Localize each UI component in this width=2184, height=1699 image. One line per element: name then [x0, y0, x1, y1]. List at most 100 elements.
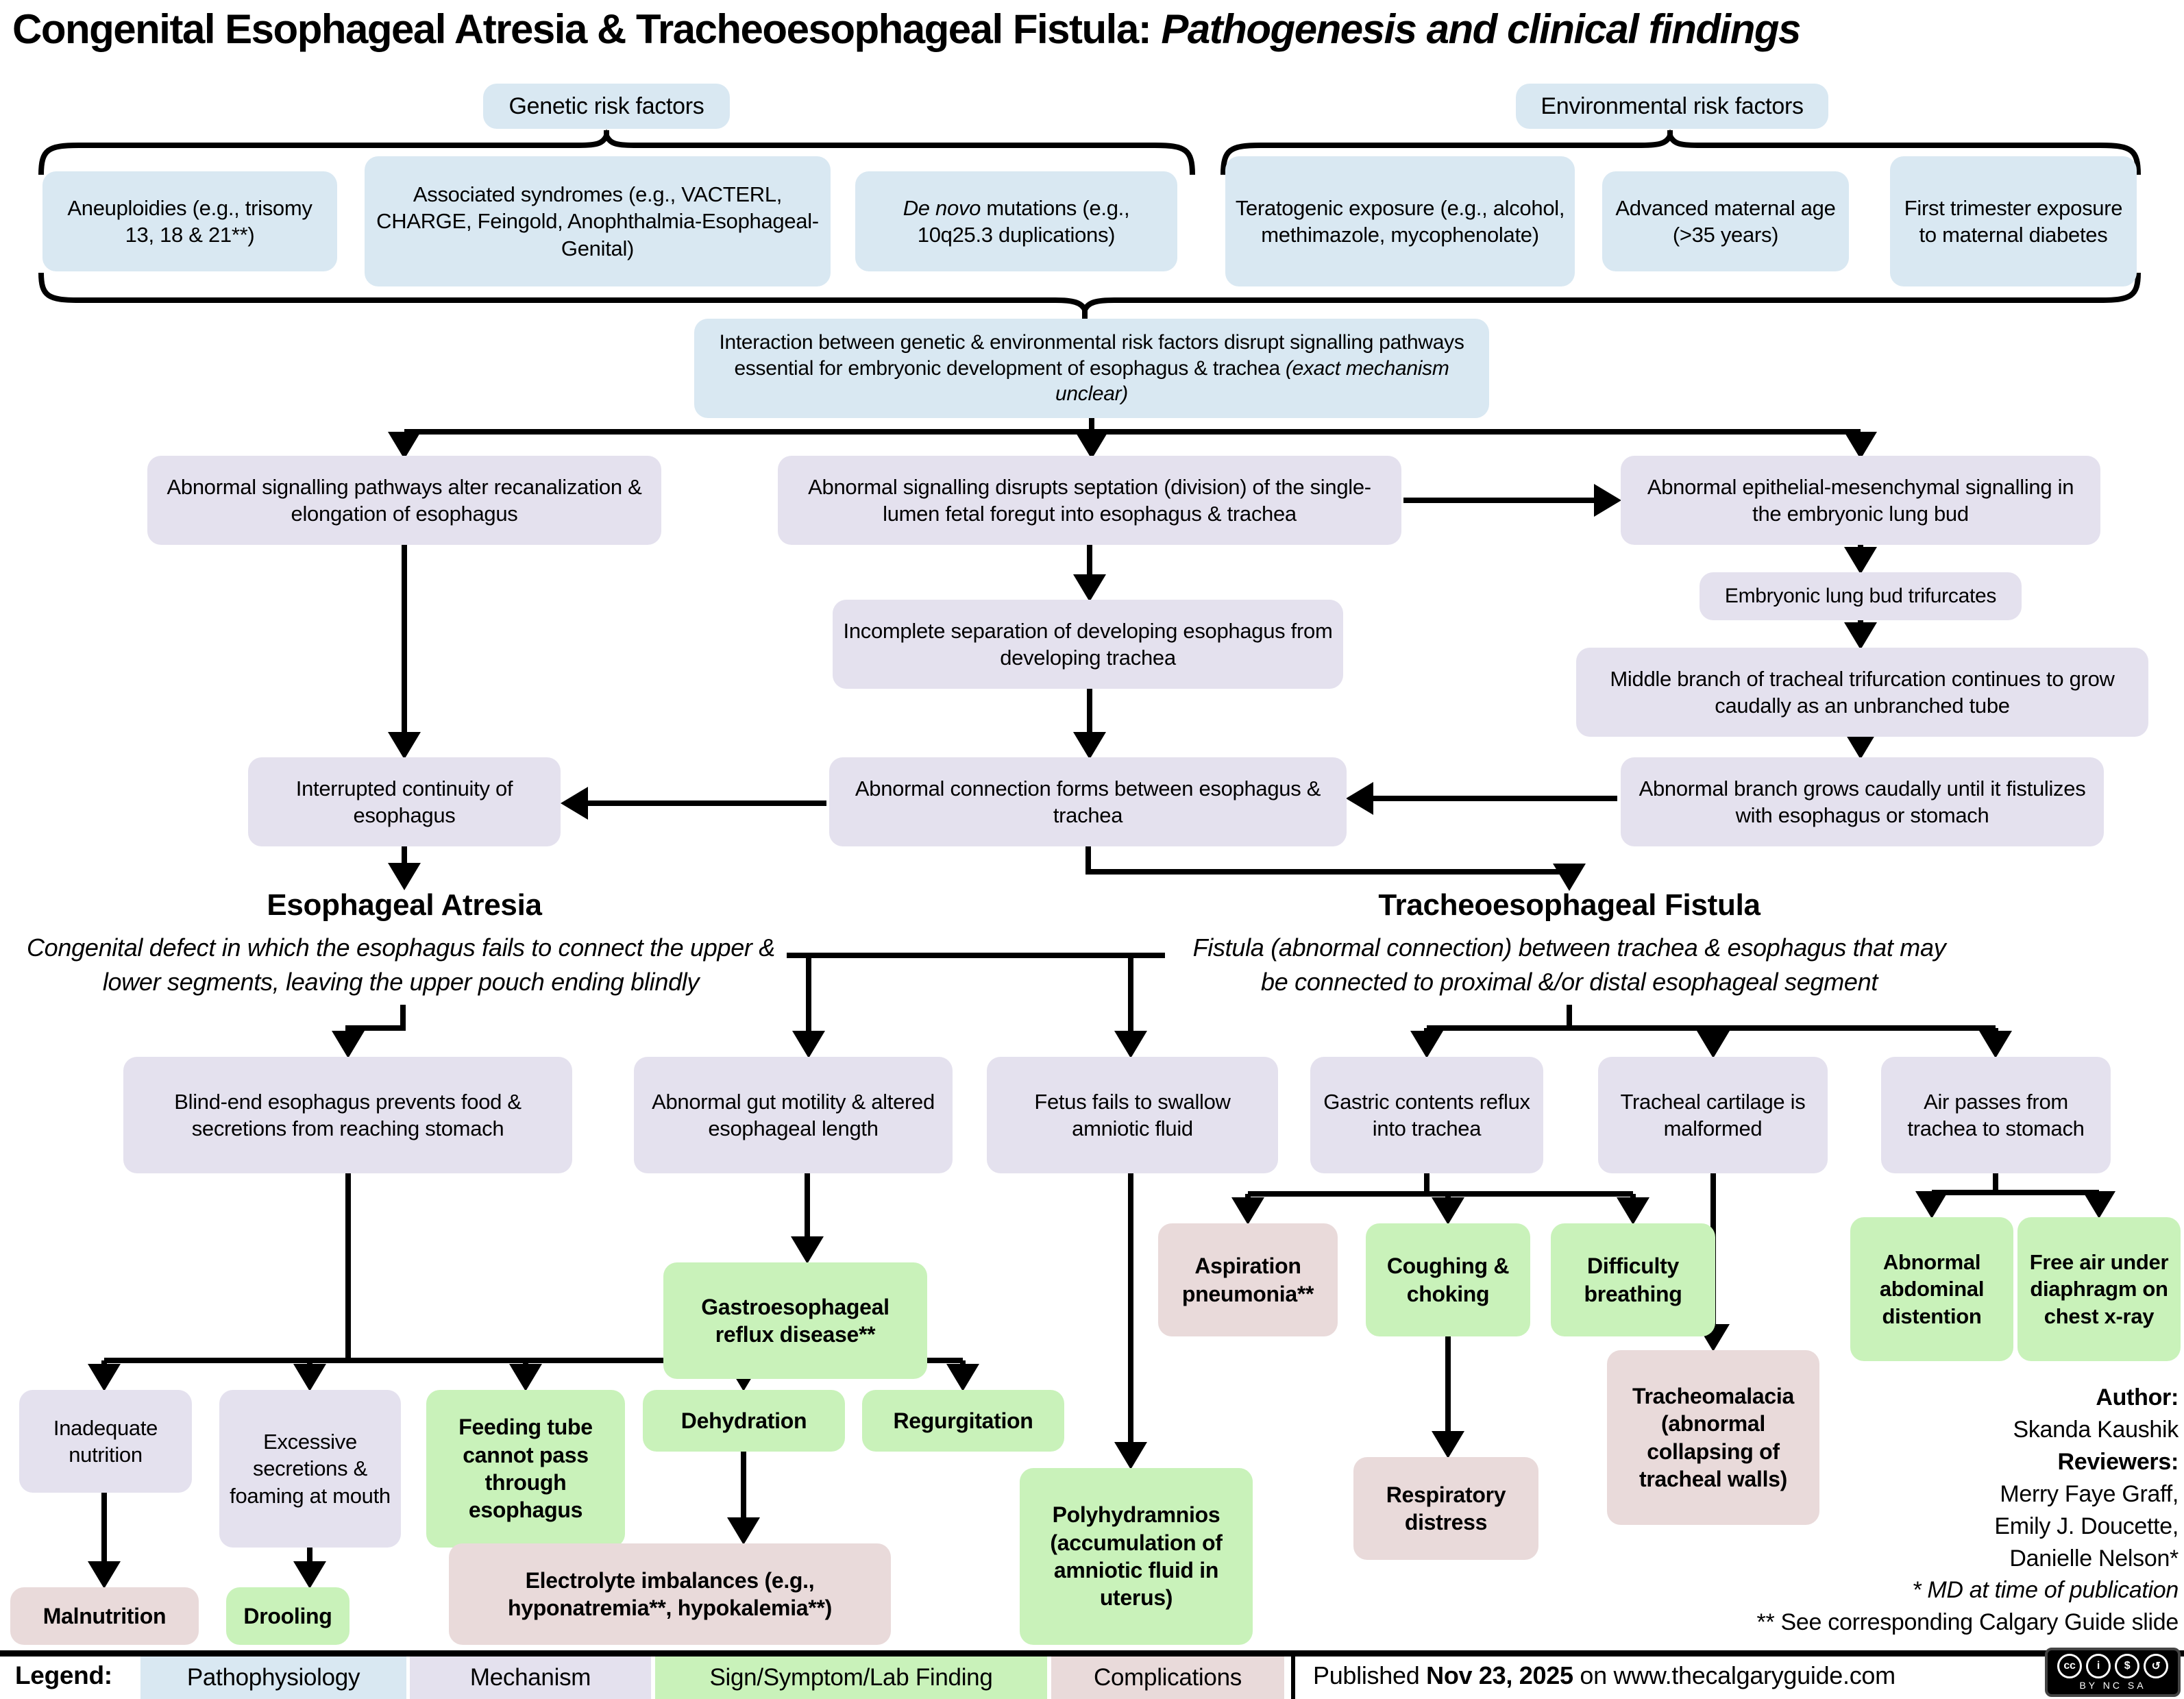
box-tracheomalacia: Tracheomalacia (abnormal collapsing of t…	[1607, 1350, 1819, 1525]
legend-chip-pathophysiology: Pathophysiology	[140, 1657, 406, 1699]
box-label: Abnormal signalling pathways alter recan…	[167, 474, 642, 526]
box-label: Abnormal branch grows caudally until it …	[1639, 776, 2086, 827]
box-drooling: Drooling	[226, 1587, 349, 1645]
ea-description: Congenital defect in which the esophagus…	[26, 933, 776, 997]
box-label: Free air under diaphragm on chest x-ray	[2029, 1250, 2169, 1328]
header-label: Genetic risk factors	[508, 93, 704, 119]
box-aspiration-pneumonia: Aspiration pneumonia**	[1158, 1223, 1338, 1336]
box-label: Associated syndromes (e.g., VACTERL, CHA…	[376, 182, 819, 260]
legend-chip-sign-symptom: Sign/Symptom/Lab Finding	[655, 1657, 1047, 1699]
box-label: Middle branch of tracheal trifurcation c…	[1610, 666, 2115, 718]
legend-chip-mechanism: Mechanism	[410, 1657, 651, 1699]
box-label: Difficulty breathing	[1584, 1254, 1682, 1306]
header-environmental-risk-factors: Environmental risk factors	[1516, 84, 1828, 129]
box-maternal-diabetes: First trimester exposure to maternal dia…	[1890, 156, 2137, 286]
chip-label: Complications	[1094, 1664, 1242, 1691]
box-label: Excessive secretions & foaming at mouth	[230, 1430, 391, 1508]
box-label: Gastric contents reflux into trachea	[1323, 1089, 1530, 1140]
box-abnormal-branch: Abnormal branch grows caudally until it …	[1621, 757, 2104, 846]
box-label: Abnormal connection forms between esopha…	[855, 776, 1321, 827]
box-label: Abnormal epithelial-mesenchymal signalli…	[1647, 474, 2074, 526]
box-free-air: Free air under diaphragm on chest x-ray	[2017, 1217, 2181, 1361]
box-label: Teratogenic exposure (e.g., alcohol, met…	[1235, 195, 1565, 247]
box-label: Fetus fails to swallow amniotic fluid	[1034, 1089, 1231, 1140]
box-polyhydramnios: Polyhydramnios (accumulation of amniotic…	[1020, 1468, 1253, 1645]
box-label: Gastroesophageal reflux disease**	[701, 1294, 889, 1347]
box-label: Blind-end esophagus prevents food & secr…	[174, 1089, 522, 1140]
arrow	[1085, 846, 1586, 891]
chip-label: Pathophysiology	[186, 1664, 360, 1691]
cc-icon: cc	[2057, 1654, 2082, 1678]
box-respiratory-distress: Respiratory distress	[1353, 1457, 1538, 1560]
box-label: First trimester exposure to maternal dia…	[1904, 195, 2123, 247]
box-excessive-secretions: Excessive secretions & foaming at mouth	[219, 1390, 401, 1548]
box-label: Inadequate nutrition	[53, 1415, 158, 1467]
box-label: Drooling	[243, 1603, 332, 1628]
cc-license-badge: cc i $ ↺ BY NC SA	[2045, 1648, 2181, 1697]
box-label: Abnormal abdominal distention	[1879, 1250, 1985, 1328]
box-gerd: Gastroesophageal reflux disease**	[663, 1262, 927, 1379]
title-main: Congenital Esophageal Atresia & Tracheoe…	[12, 6, 1162, 52]
box-label: Dehydration	[680, 1408, 807, 1433]
box-dehydration: Dehydration	[643, 1390, 845, 1452]
box-epithelial-mesenchymal: Abnormal epithelial-mesenchymal signalli…	[1621, 456, 2100, 545]
asterisk-footnote: ** See corresponding Calgary Guide slide	[1756, 1609, 2179, 1636]
legend-label: Legend:	[15, 1661, 112, 1689]
header-label: Environmental risk factors	[1541, 93, 1804, 119]
header-genetic-risk-factors: Genetic risk factors	[483, 84, 730, 129]
box-label: Tracheomalacia (abnormal collapsing of t…	[1632, 1383, 1794, 1491]
box-air-passes: Air passes from trachea to stomach	[1881, 1057, 2111, 1173]
tef-description: Fistula (abnormal connection) between tr…	[1192, 933, 1946, 997]
published-date: Nov 23, 2025	[1426, 1661, 1573, 1689]
published-prefix: Published	[1313, 1661, 1427, 1689]
chip-label: Mechanism	[469, 1664, 591, 1691]
author-label: Author:	[2096, 1384, 2179, 1410]
ea-heading: Esophageal Atresia	[267, 888, 542, 922]
box-label: Advanced maternal age (>35 years)	[1615, 195, 1836, 247]
tef-heading: Tracheoesophageal Fistula	[1378, 888, 1760, 922]
box-electrolyte-imbalances: Electrolyte imbalances (e.g., hyponatrem…	[449, 1543, 891, 1645]
box-label: Polyhydramnios (accumulation of amniotic…	[1050, 1502, 1223, 1611]
box-label: Aspiration pneumonia**	[1181, 1254, 1314, 1306]
box-label: Feeding tube cannot pass through esophag…	[458, 1415, 593, 1523]
box-incomplete-separation: Incomplete separation of developing esop…	[833, 600, 1343, 689]
box-inadequate-nutrition: Inadequate nutrition	[19, 1390, 192, 1493]
box-coughing-choking: Coughing & choking	[1366, 1223, 1530, 1336]
box-lung-bud-trifurcates: Embryonic lung bud trifurcates	[1700, 572, 2022, 620]
title-subtitle: Pathogenesis and clinical findings	[1161, 6, 1801, 52]
box-label: Malnutrition	[42, 1603, 167, 1628]
box-label: Tracheal cartilage is malformed	[1620, 1089, 1806, 1140]
box-label: Aneuploidies (e.g., trisomy 13, 18 & 21*…	[67, 195, 312, 247]
box-abdominal-distention: Abnormal abdominal distention	[1850, 1217, 2013, 1361]
box-fetus-fails-swallow: Fetus fails to swallow amniotic fluid	[987, 1057, 1278, 1173]
interaction-italic: (exact mechanism unclear)	[1055, 356, 1449, 406]
box-septation: Abnormal signalling disrupts septation (…	[778, 456, 1401, 545]
de-novo-italic: De novo	[903, 195, 981, 220]
box-abnormal-connection: Abnormal connection forms between esopha…	[829, 757, 1347, 846]
box-gastric-reflux: Gastric contents reflux into trachea	[1310, 1057, 1543, 1173]
box-blind-end-esophagus: Blind-end esophagus prevents food & secr…	[123, 1057, 572, 1173]
box-label: De novo mutations (e.g., 10q25.3 duplica…	[865, 195, 1168, 248]
reviewer-name: Danielle Nelson*	[2009, 1545, 2179, 1572]
box-tracheal-cartilage: Tracheal cartilage is malformed	[1598, 1057, 1828, 1173]
cc-icon-row: cc i $ ↺	[2057, 1654, 2168, 1678]
box-advanced-maternal-age: Advanced maternal age (>35 years)	[1602, 171, 1849, 271]
interaction-main: Interaction between genetic & environmen…	[719, 330, 1464, 380]
box-gut-motility: Abnormal gut motility & altered esophage…	[634, 1057, 953, 1173]
box-label: Air passes from trachea to stomach	[1907, 1089, 2085, 1140]
box-malnutrition: Malnutrition	[10, 1587, 199, 1645]
sa-icon: ↺	[2144, 1654, 2168, 1678]
box-recanalization: Abnormal signalling pathways alter recan…	[147, 456, 661, 545]
reviewers-label: Reviewers:	[2057, 1448, 2179, 1475]
nc-icon: $	[2115, 1654, 2139, 1678]
box-label: Coughing & choking	[1386, 1254, 1510, 1306]
chip-label: Sign/Symptom/Lab Finding	[709, 1664, 993, 1691]
legend-divider	[1291, 1652, 1295, 1699]
box-label: Regurgitation	[893, 1408, 1033, 1433]
published-url: on www.thecalgaryguide.com	[1573, 1661, 1895, 1689]
box-difficulty-breathing: Difficulty breathing	[1551, 1223, 1715, 1336]
author-name: Skanda Kaushik	[2013, 1416, 2179, 1443]
box-label: Incomplete separation of developing esop…	[843, 618, 1333, 670]
box-label: Electrolyte imbalances (e.g., hyponatrem…	[508, 1567, 832, 1620]
